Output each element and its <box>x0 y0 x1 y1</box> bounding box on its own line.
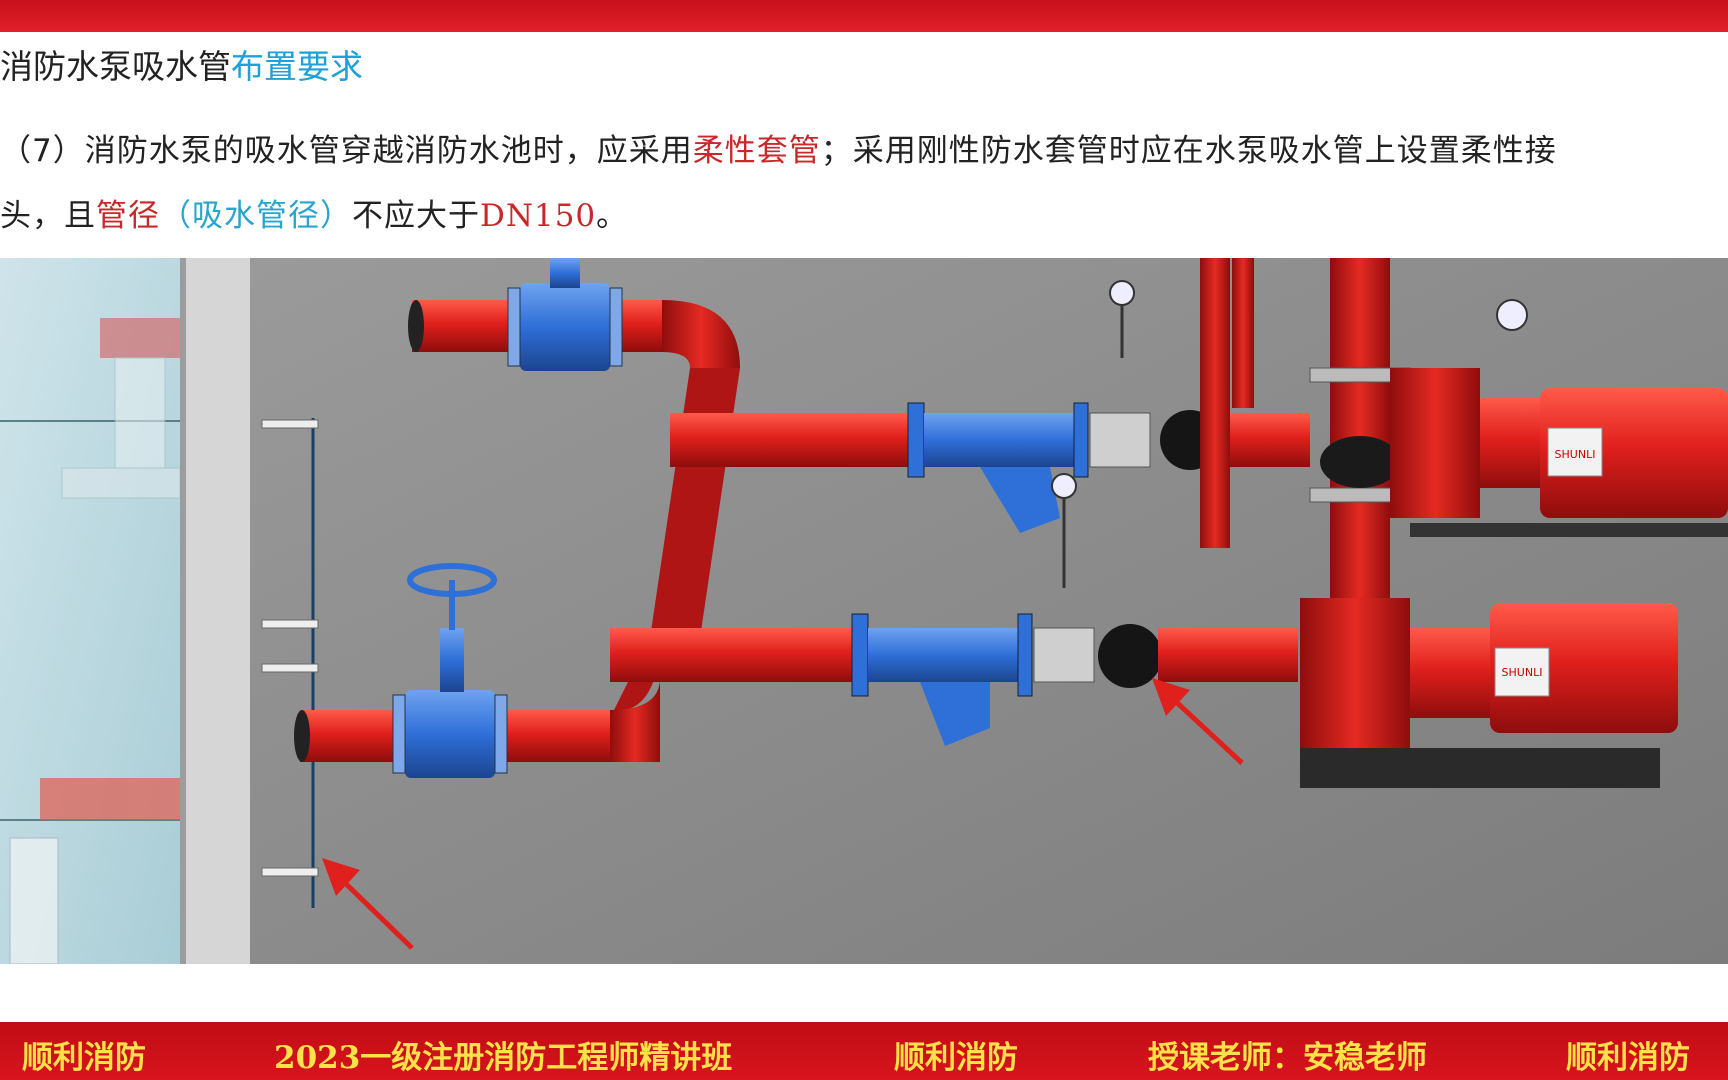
fire-pump-upper: SHUNLI <box>1390 368 1728 537</box>
lower-pump-suction-line <box>610 613 1298 746</box>
requirement-line-1: （7）消防水泵的吸水管穿越消防水池时，应采用柔性套管；采用刚性防水套管时应在水泵… <box>0 125 1557 170</box>
line2-text-a: 头，且 <box>0 198 96 234</box>
pipe-diameter-text: 管径 <box>96 198 160 234</box>
title-highlight: 布置要求 <box>231 47 363 86</box>
line1-text-a: （7）消防水泵的吸水管穿越消防水池时，应采用 <box>0 133 693 169</box>
flexible-sleeve-text: 柔性套管 <box>692 133 821 169</box>
upper-pump-suction-line <box>670 402 1310 533</box>
footer-brand-right: 顺利消防 <box>1566 1040 1690 1076</box>
lower-suction-pipe <box>294 563 700 778</box>
pump-piping-diagram: SHUNLI SHUNLI <box>0 258 1728 964</box>
footer-course-title: 2023一级注册消防工程师精讲班 <box>274 1040 733 1076</box>
pump-motor-upper <box>1540 388 1728 518</box>
line2-end: 。 <box>596 198 629 234</box>
pump-room-floor <box>250 258 1728 964</box>
flexible-joint-lower <box>1098 624 1162 688</box>
footer-teacher: 授课老师：安稳老师 <box>1148 1040 1427 1076</box>
footer-brand-middle: 顺利消防 <box>894 1040 1018 1076</box>
tank-outlet-pipe-upper <box>61 318 181 499</box>
slide-title: 消防水泵吸水管布置要求 <box>0 40 363 88</box>
dn150-text: DN150 <box>480 198 597 234</box>
tank-outlet-pipe-lower <box>9 778 180 964</box>
pump-brand-lower: SHUNLI <box>1502 666 1543 679</box>
footer-banner: 顺利消防 2023一级注册消防工程师精讲班 顺利消防 授课老师：安稳老师 顺利消… <box>0 1022 1728 1080</box>
pressure-gauge-icon <box>1051 280 1528 588</box>
arrow-pointer-flexible-joint <box>1152 678 1244 765</box>
pump-room-illustration: SHUNLI SHUNLI <box>0 258 1728 964</box>
fire-pump-lower: SHUNLI <box>1300 598 1678 788</box>
pump-motor-lower <box>1490 603 1678 733</box>
title-main: 消防水泵吸水管 <box>0 47 231 86</box>
suction-diameter-note: （吸水管径） <box>160 198 352 234</box>
footer-brand-left: 顺利消防 <box>22 1040 146 1076</box>
tank-wall <box>180 258 250 964</box>
requirement-line-2: 头，且管径（吸水管径）不应大于DN150。 <box>0 190 628 235</box>
top-header-bar <box>0 0 1728 32</box>
line2-text-b: 不应大于 <box>352 198 480 234</box>
arrow-pointer-wall-penetration <box>322 858 414 950</box>
line1-text-b: ；采用刚性防水套管时应在水泵吸水管上设置柔性接 <box>820 133 1557 169</box>
pump-brand-upper: SHUNLI <box>1555 448 1596 461</box>
water-level-gauge <box>261 418 319 908</box>
